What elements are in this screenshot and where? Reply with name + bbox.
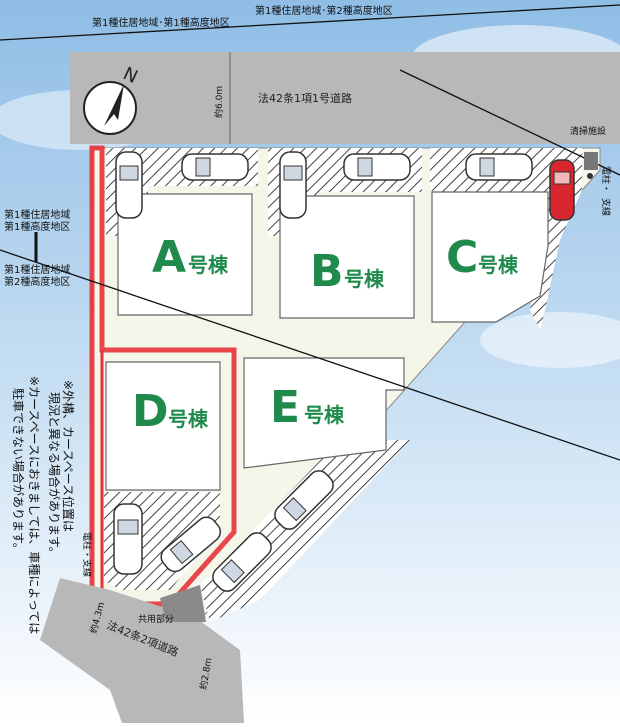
septic-label: 清掃施設 — [570, 125, 606, 137]
note2-line1: ※カースペースにおきましては、車種によっては — [27, 376, 41, 634]
building-e-label: E 号棟 — [270, 382, 345, 433]
car-e1 — [274, 470, 334, 530]
note1-line2: 現況と異なる場合があります。 — [47, 392, 62, 559]
car-b1 — [279, 151, 307, 219]
zone-label-top: 第1種住居地域･第1種高度地区 — [92, 16, 230, 29]
building-a-footprint — [117, 193, 253, 316]
top-road-label: 法42条1項1号道路 — [258, 91, 352, 105]
building-b-letter: B — [310, 246, 344, 297]
car-e2 — [212, 532, 272, 592]
building-d-footprint — [105, 361, 221, 491]
zone-label-left-1b: 第1種高度地区 — [4, 220, 70, 233]
building-d-letter: D — [132, 386, 169, 437]
building-c-label: C 号棟 — [446, 232, 519, 283]
note1-line1: ※外構、カースペース位置は — [61, 380, 76, 532]
building-a-suffix: 号棟 — [188, 253, 229, 277]
top-road — [70, 52, 620, 144]
top-road-width: 約6.0m — [213, 86, 225, 118]
car-a2 — [181, 153, 249, 181]
building-b-footprint — [279, 195, 415, 319]
zone-label-left-2a: 第1種住居地域 — [4, 263, 70, 276]
building-a-label: A 号棟 — [152, 232, 229, 283]
zone-label-left-1a: 第1種住居地域 — [4, 208, 70, 221]
pole-right-label-2: 支線 — [600, 198, 612, 216]
building-c-letter: C — [446, 232, 478, 283]
car-c2-red — [549, 159, 575, 221]
building-c-suffix: 号棟 — [478, 253, 519, 277]
note2-line2: 駐車できない場合があります。 — [11, 388, 26, 555]
building-d-suffix: 号棟 — [168, 407, 209, 431]
car-b2 — [343, 153, 411, 181]
septic-facility-box — [584, 152, 598, 170]
pole-left-label: 電柱・支線 — [81, 532, 93, 577]
car-d2 — [160, 516, 222, 573]
building-a-letter: A — [152, 232, 186, 283]
building-c-footprint — [431, 191, 549, 323]
shared-area-label: 共用部分 — [138, 613, 174, 625]
utility-pole-right — [587, 173, 593, 179]
building-e-footprint — [243, 357, 405, 469]
shared-area — [160, 585, 206, 622]
building-b-label: B 号棟 — [310, 246, 385, 297]
note-carspace: ※カースペースにおきましては、車種によっては 駐車できない場合があります。 — [11, 376, 41, 634]
zone-boundary-right — [399, 69, 620, 176]
zone-boundary-middle — [0, 249, 620, 461]
pole-right-label-1: 電柱・ — [600, 166, 612, 193]
car-a1 — [115, 151, 143, 219]
building-b-suffix: 号棟 — [344, 267, 385, 291]
cloud — [480, 312, 620, 368]
car-d1 — [113, 503, 143, 575]
car-c1 — [465, 153, 533, 181]
building-e-letter: E — [270, 382, 300, 433]
building-e-suffix: 号棟 — [304, 403, 345, 427]
zone-label-left-2b: 第2種高度地区 — [4, 275, 70, 288]
zone-label-top-right: 第1種住居地域･第2種高度地区 — [255, 4, 393, 17]
zone-boundary-top — [0, 4, 620, 41]
note-exterior: ※外構、カースペース位置は 現況と異なる場合があります。 — [47, 380, 76, 559]
bottom-road — [40, 578, 244, 723]
building-d-label: D 号棟 — [132, 386, 209, 437]
car-space-e — [200, 440, 410, 622]
